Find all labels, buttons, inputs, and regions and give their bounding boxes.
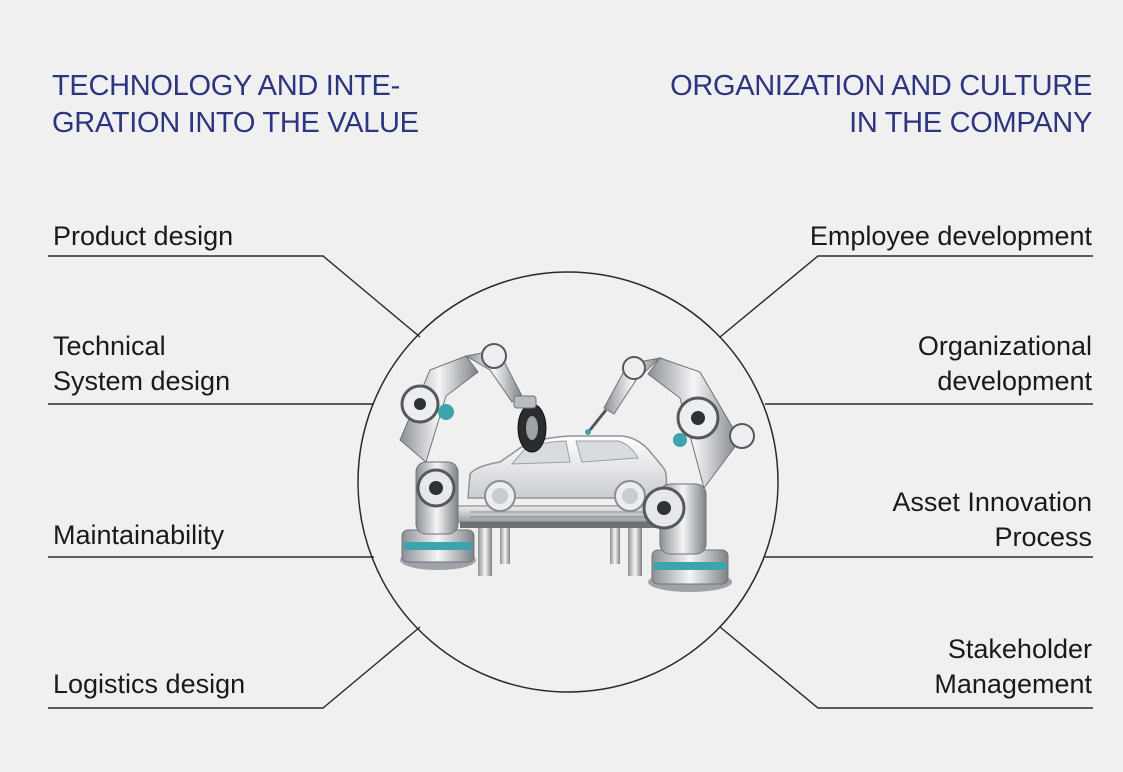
label-employee-development: Employee development: [810, 219, 1092, 254]
heading-organization-culture: ORGANIZATION AND CULTURE IN THE COMPANY: [670, 68, 1092, 142]
heading-left-line1: TECHNOLOGY AND INTE-: [52, 70, 400, 102]
label-organizational-development: Organizational development: [918, 329, 1092, 399]
label-asset-innovation-process: Asset Innovation Process: [892, 485, 1092, 555]
label-text: Logistics design: [53, 669, 246, 699]
heading-left-line2: GRATION INTO THE VALUE: [52, 107, 419, 139]
center-circle: [357, 271, 779, 693]
label-text: Maintainability: [53, 520, 225, 550]
connector-logistics-design: [48, 626, 421, 709]
label-text: Technical: [53, 331, 166, 361]
label-text: Management: [934, 669, 1092, 699]
conveyor-table: [454, 505, 666, 576]
connector-employee-development: [719, 255, 1093, 338]
label-text: Organizational: [917, 331, 1092, 361]
heading-technology-integration: TECHNOLOGY AND INTE- GRATION INTO THE VA…: [52, 68, 419, 142]
label-text: Employee development: [809, 221, 1092, 251]
label-logistics-design: Logistics design: [53, 667, 245, 702]
car-body: [467, 435, 668, 512]
label-technical-system-design: Technical System design: [53, 329, 230, 399]
heading-right-line2: IN THE COMPANY: [849, 107, 1092, 139]
connector-product-design: [48, 255, 421, 338]
label-text: Product design: [53, 221, 234, 251]
label-maintainability: Maintainability: [53, 518, 224, 553]
label-text: Stakeholder: [947, 634, 1092, 664]
right-robot-arm: [585, 356, 755, 592]
label-product-design: Product design: [53, 219, 233, 254]
label-text: Process: [994, 522, 1092, 552]
label-text: Asset Innovation: [892, 487, 1092, 517]
left-robot-arm: [399, 343, 547, 570]
label-text: System design: [53, 366, 231, 396]
label-stakeholder-management: Stakeholder Management: [934, 632, 1092, 702]
heading-right-line1: ORGANIZATION AND CULTURE: [670, 70, 1092, 102]
label-text: development: [937, 366, 1092, 396]
connector-stakeholder-management: [719, 626, 1093, 709]
